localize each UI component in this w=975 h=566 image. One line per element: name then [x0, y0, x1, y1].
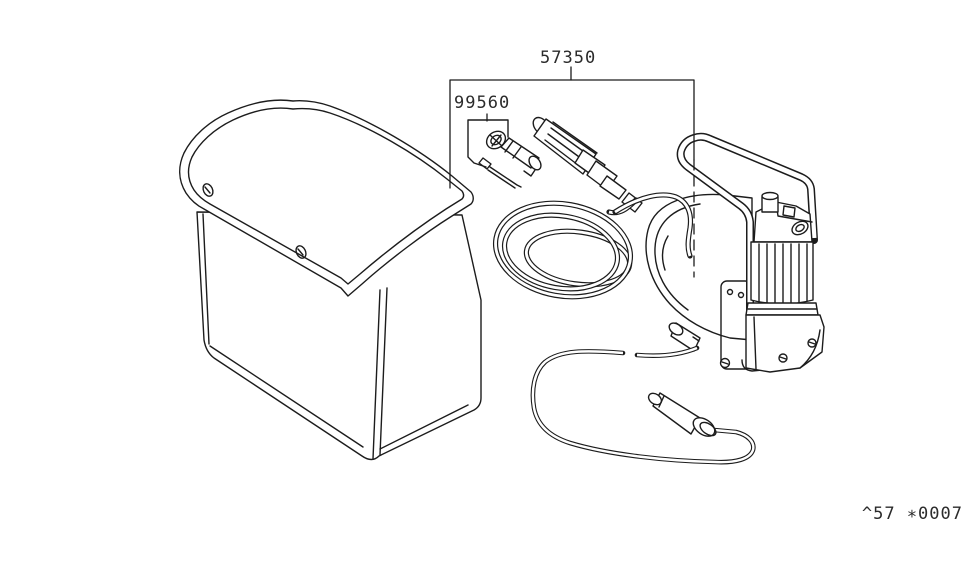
mount-bolt: [719, 357, 731, 369]
inflator-nozzle: [647, 392, 717, 437]
part-box-99560: [467, 119, 509, 168]
storage-bag: [179, 99, 482, 461]
mount-bolt: [807, 338, 817, 348]
compressor-motor: [645, 193, 753, 341]
bracket-line-57350: [449, 79, 695, 189]
bag-flap: [179, 99, 474, 297]
air-hose: [530, 345, 756, 465]
compressor-handle: [676, 132, 818, 372]
bag-front-edge-inner: [372, 289, 381, 460]
bag-front-edge: [379, 287, 388, 456]
hose-fitting: [532, 116, 643, 213]
bag-bottom-rim: [209, 345, 364, 448]
coiled-hose: [492, 192, 694, 300]
bag-left-edge: [202, 213, 210, 345]
bag-flap-inner-line: [187, 107, 465, 285]
air-compressor: [645, 132, 825, 373]
snap-fastener: [295, 245, 307, 259]
cylinder-head: [753, 191, 813, 243]
pump-body: [745, 314, 825, 373]
part-number-57350: 57350: [540, 48, 597, 68]
snap-fastener: [202, 183, 214, 197]
intake-port: [791, 220, 809, 236]
diagram-reference-code: ^57 ∗0007: [861, 504, 963, 524]
valve-pin: [478, 157, 522, 189]
bag-side-rim: [379, 404, 469, 450]
cooling-fins: [750, 241, 814, 306]
part-number-99560: 99560: [454, 93, 511, 113]
mount-bolt: [778, 353, 788, 363]
valve-connector: [485, 130, 542, 177]
